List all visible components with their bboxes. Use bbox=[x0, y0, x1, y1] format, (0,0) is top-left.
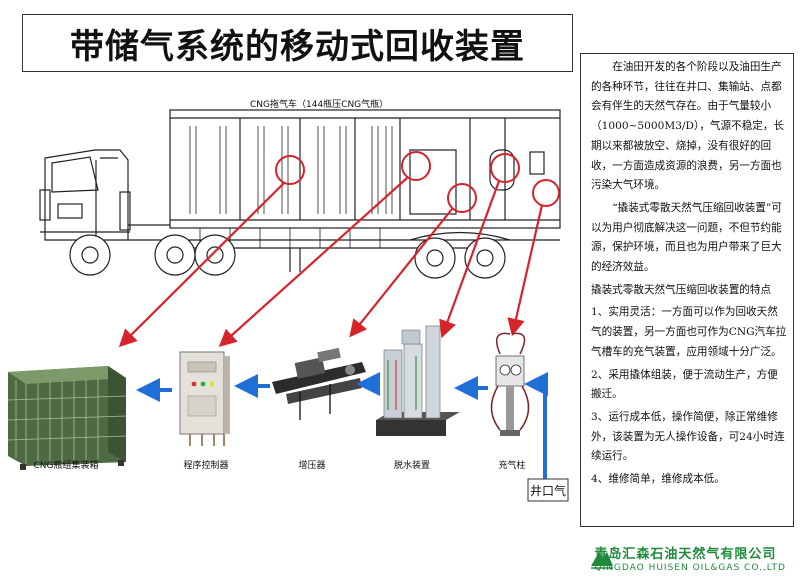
marker-tube-bundle bbox=[275, 155, 305, 185]
marker-charging bbox=[532, 179, 560, 207]
red-arrow-controller bbox=[218, 177, 408, 347]
marker-compressor bbox=[447, 183, 477, 213]
wellhead-gas-box bbox=[527, 478, 569, 502]
feature-item: 2、采用撬体组装，便于流动生产，方便搬迁。 bbox=[591, 368, 778, 401]
company-info: 青岛汇森石油天然气有限公司 QINGDAO HUISEN OIL&GAS CO.… bbox=[594, 543, 786, 573]
truck-caption: CNG拖气车（144瓶压CNG气瓶） bbox=[250, 98, 388, 110]
red-arrow-compressor bbox=[349, 208, 453, 338]
cng-container-illustration bbox=[7, 366, 127, 470]
description-intro: 在油田开发的各个阶段以及油田生产的各种环节，往往在井口、集输站、点都会有伴生的天… bbox=[591, 61, 785, 192]
label-controller: 程序控制器 bbox=[183, 459, 228, 471]
red-arrow-charging bbox=[507, 204, 544, 337]
description-solution: “撬装式零散天然气压缩回收装置”可以为用户彻底解决这一问题，不但节约能源，保护环… bbox=[591, 201, 782, 274]
features-heading: 撬装式零散天然气压缩回收装置的特点 bbox=[591, 283, 772, 296]
blue-arrow-wellhead-to-charging bbox=[524, 372, 548, 480]
charging-post-illustration bbox=[490, 332, 530, 436]
marker-controller-box bbox=[401, 151, 431, 181]
feature-item: 4、维修简单，维修成本低。 bbox=[591, 473, 725, 486]
label-dehydration: 脱水装置 bbox=[394, 459, 430, 471]
label-cng-container: CNG瓶组集装箱 bbox=[34, 459, 99, 471]
feature-item: 3、运行成本低，操作简便，除正常维修外，该装置为无人操作设备，可24小时连续运行… bbox=[591, 410, 785, 463]
company-logo-icon bbox=[591, 552, 613, 569]
company-name-en: QINGDAO HUISEN OIL&GAS CO.,LTD bbox=[594, 563, 786, 573]
controller-illustration bbox=[179, 351, 230, 446]
label-compressor: 增压器 bbox=[298, 459, 325, 471]
red-arrows bbox=[118, 177, 544, 348]
blue-flow-arrows bbox=[136, 372, 548, 480]
title-box: 带储气系统的移动式回收装置 bbox=[22, 14, 573, 72]
feature-item: 1、实用灵活：一方面可以作为回收天然气的装置，另一方面也可作为CNG汽车拉气槽车… bbox=[591, 306, 787, 358]
compressor-illustration bbox=[272, 347, 366, 420]
page-title: 带储气系统的移动式回收装置 bbox=[70, 26, 525, 67]
label-charging-post: 充气柱 bbox=[498, 459, 525, 471]
red-arrow-dehydration bbox=[439, 180, 501, 339]
cng-tube-trailer-truck bbox=[39, 109, 561, 279]
dehydration-unit-illustration bbox=[376, 325, 460, 436]
red-arrow-container bbox=[118, 182, 285, 348]
marker-dehydration bbox=[490, 153, 520, 183]
truck-connection-markers bbox=[275, 151, 560, 213]
description-panel: 在油田开发的各个阶段以及油田生产的各种环节，往往在井口、集输站、点都会有伴生的天… bbox=[580, 53, 794, 527]
company-name-cn: 青岛汇森石油天然气有限公司 bbox=[594, 547, 777, 562]
label-wellhead-gas: 井口气 bbox=[530, 483, 566, 498]
